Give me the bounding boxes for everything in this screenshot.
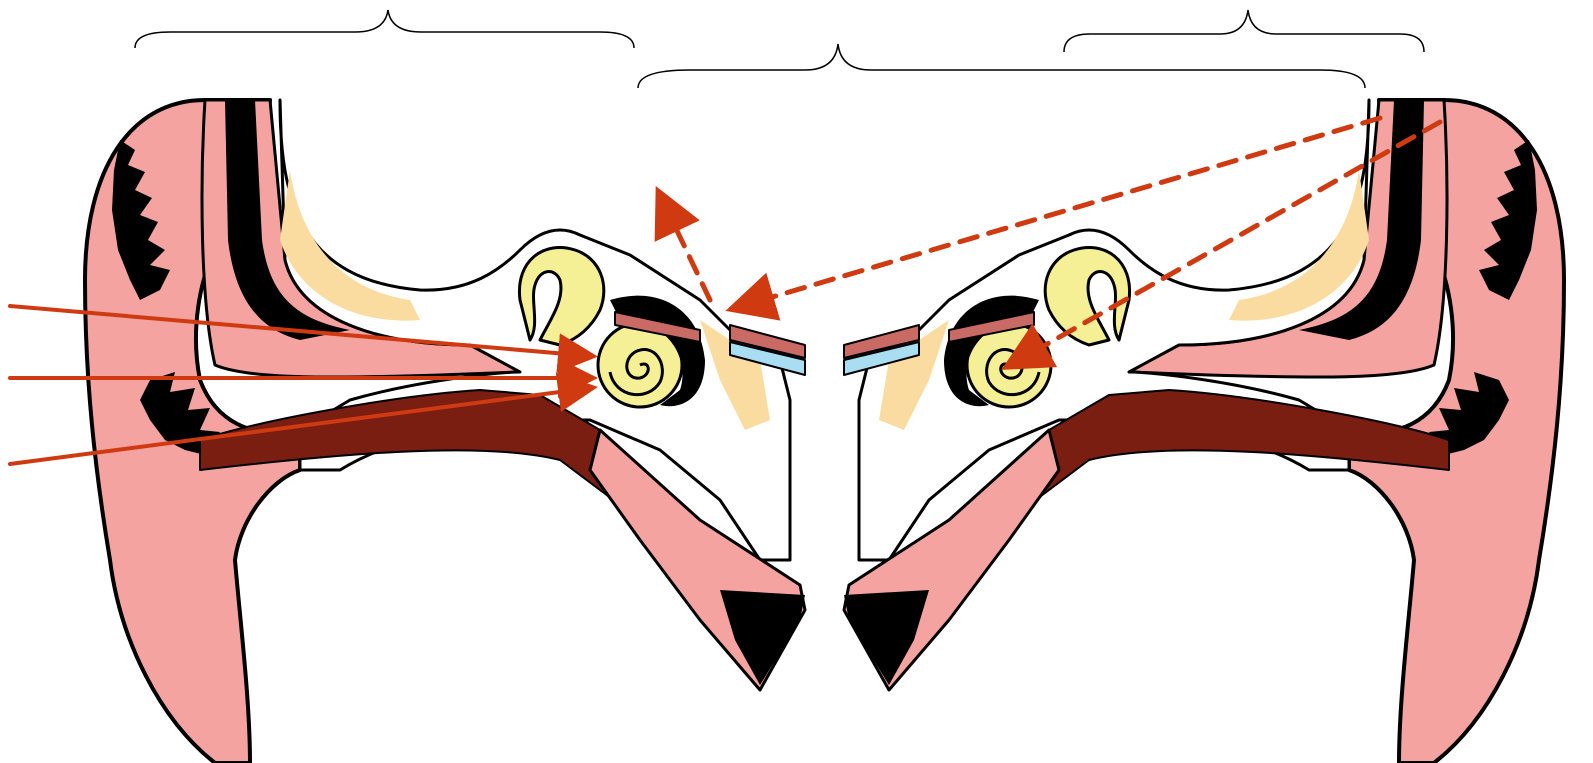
bracket-left-outer-ear [135, 10, 634, 48]
left-ear [85, 100, 805, 763]
brackets [135, 10, 1424, 88]
bracket-middle-section [638, 44, 1365, 88]
right-ear [844, 100, 1564, 763]
bracket-right-outer-ear [1064, 10, 1424, 52]
